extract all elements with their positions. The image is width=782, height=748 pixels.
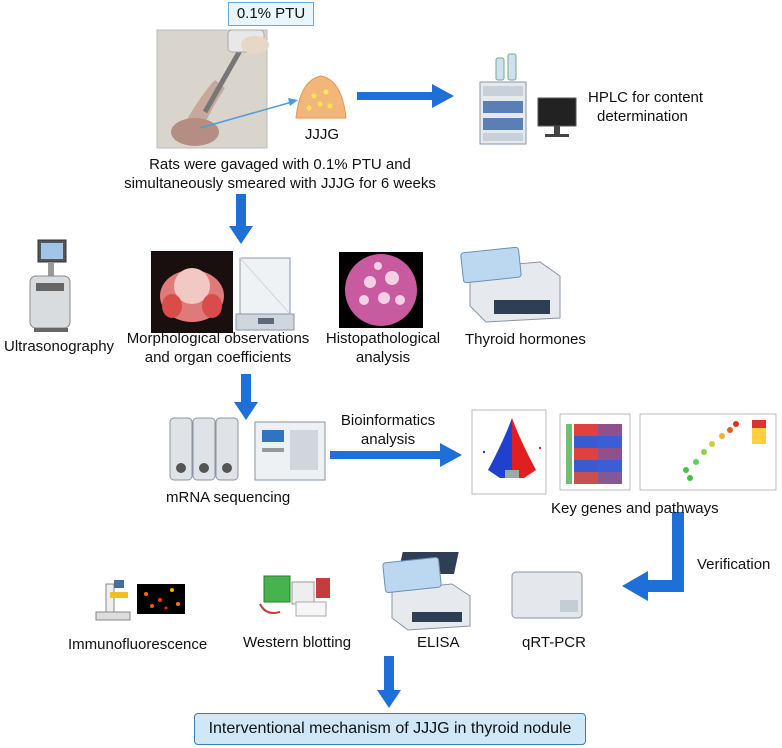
histopathological-label-line2: analysis [355,349,411,366]
arrow-to-hplc [357,84,454,108]
thyroid-photo [151,251,233,333]
elisa-reader-icon [382,556,471,631]
ptu-label-box: 0.1% PTU [228,2,314,26]
fluorescence-microscope-icon [95,580,131,621]
bioinformatics-label-line2: analysis [360,431,416,448]
gavage-text-line2: simultaneously smeared with JJJG for 6 w… [124,175,436,192]
arrow-to-plots [330,443,462,467]
ultrasonography-label: Ultrasonography [4,338,115,355]
verification-arrow [622,512,684,601]
mrna-sequencing-label: mRNA sequencing [166,489,291,506]
histopathological-label-line1: Histopathological [325,330,441,347]
microplate-reader-icon [460,246,561,323]
immunofluorescence-image [137,584,185,614]
hplc-label-line1: HPLC for content [588,89,704,106]
sequencer-icon [254,421,326,481]
photo-to-jjjg-line [199,101,293,129]
analytical-balance-icon [235,257,295,331]
thyroid-hormones-label: Thyroid hormones [465,331,586,348]
arrow-down-1 [229,194,253,244]
ultrasound-machine-icon [29,239,71,332]
hplc-instrument-icon [479,53,577,145]
gavage-text-line1: Rats were gavaged with 0.1% PTU and [149,156,411,173]
key-genes-label: Key genes and pathways [551,500,719,517]
histology-image [339,252,423,328]
photo-to-jjjg-arrowhead [288,98,298,106]
bioinformatics-label-line1: Bioinformatics [340,412,436,429]
morphological-label-line1: Morphological observations [126,330,310,347]
arrow-down-3 [377,656,401,708]
qrt-pcr-label: qRT-PCR [522,634,586,651]
arrow-down-2 [234,374,258,420]
heatmap-thumbnail [559,413,631,491]
gavage-photo [156,29,269,149]
verification-label: Verification [697,556,771,573]
hplc-label-line2: determination [597,108,688,125]
immunofluorescence-label: Immunofluorescence [68,636,208,653]
morphological-label-line2: and organ coefficients [144,349,292,366]
sequencing-tubes-icon [169,417,239,481]
jjjg-ointment-icon [295,75,347,119]
jjjg-label: JJJG [304,126,340,143]
elisa-label: ELISA [417,634,460,651]
bubble-plot-thumbnail [639,413,777,491]
volcano-plot-thumbnail [471,409,547,495]
western-blotting-label: Western blotting [243,634,352,651]
western-blot-icon [259,575,330,617]
final-mechanism-box: Interventional mechanism of JJJG in thyr… [194,713,586,745]
